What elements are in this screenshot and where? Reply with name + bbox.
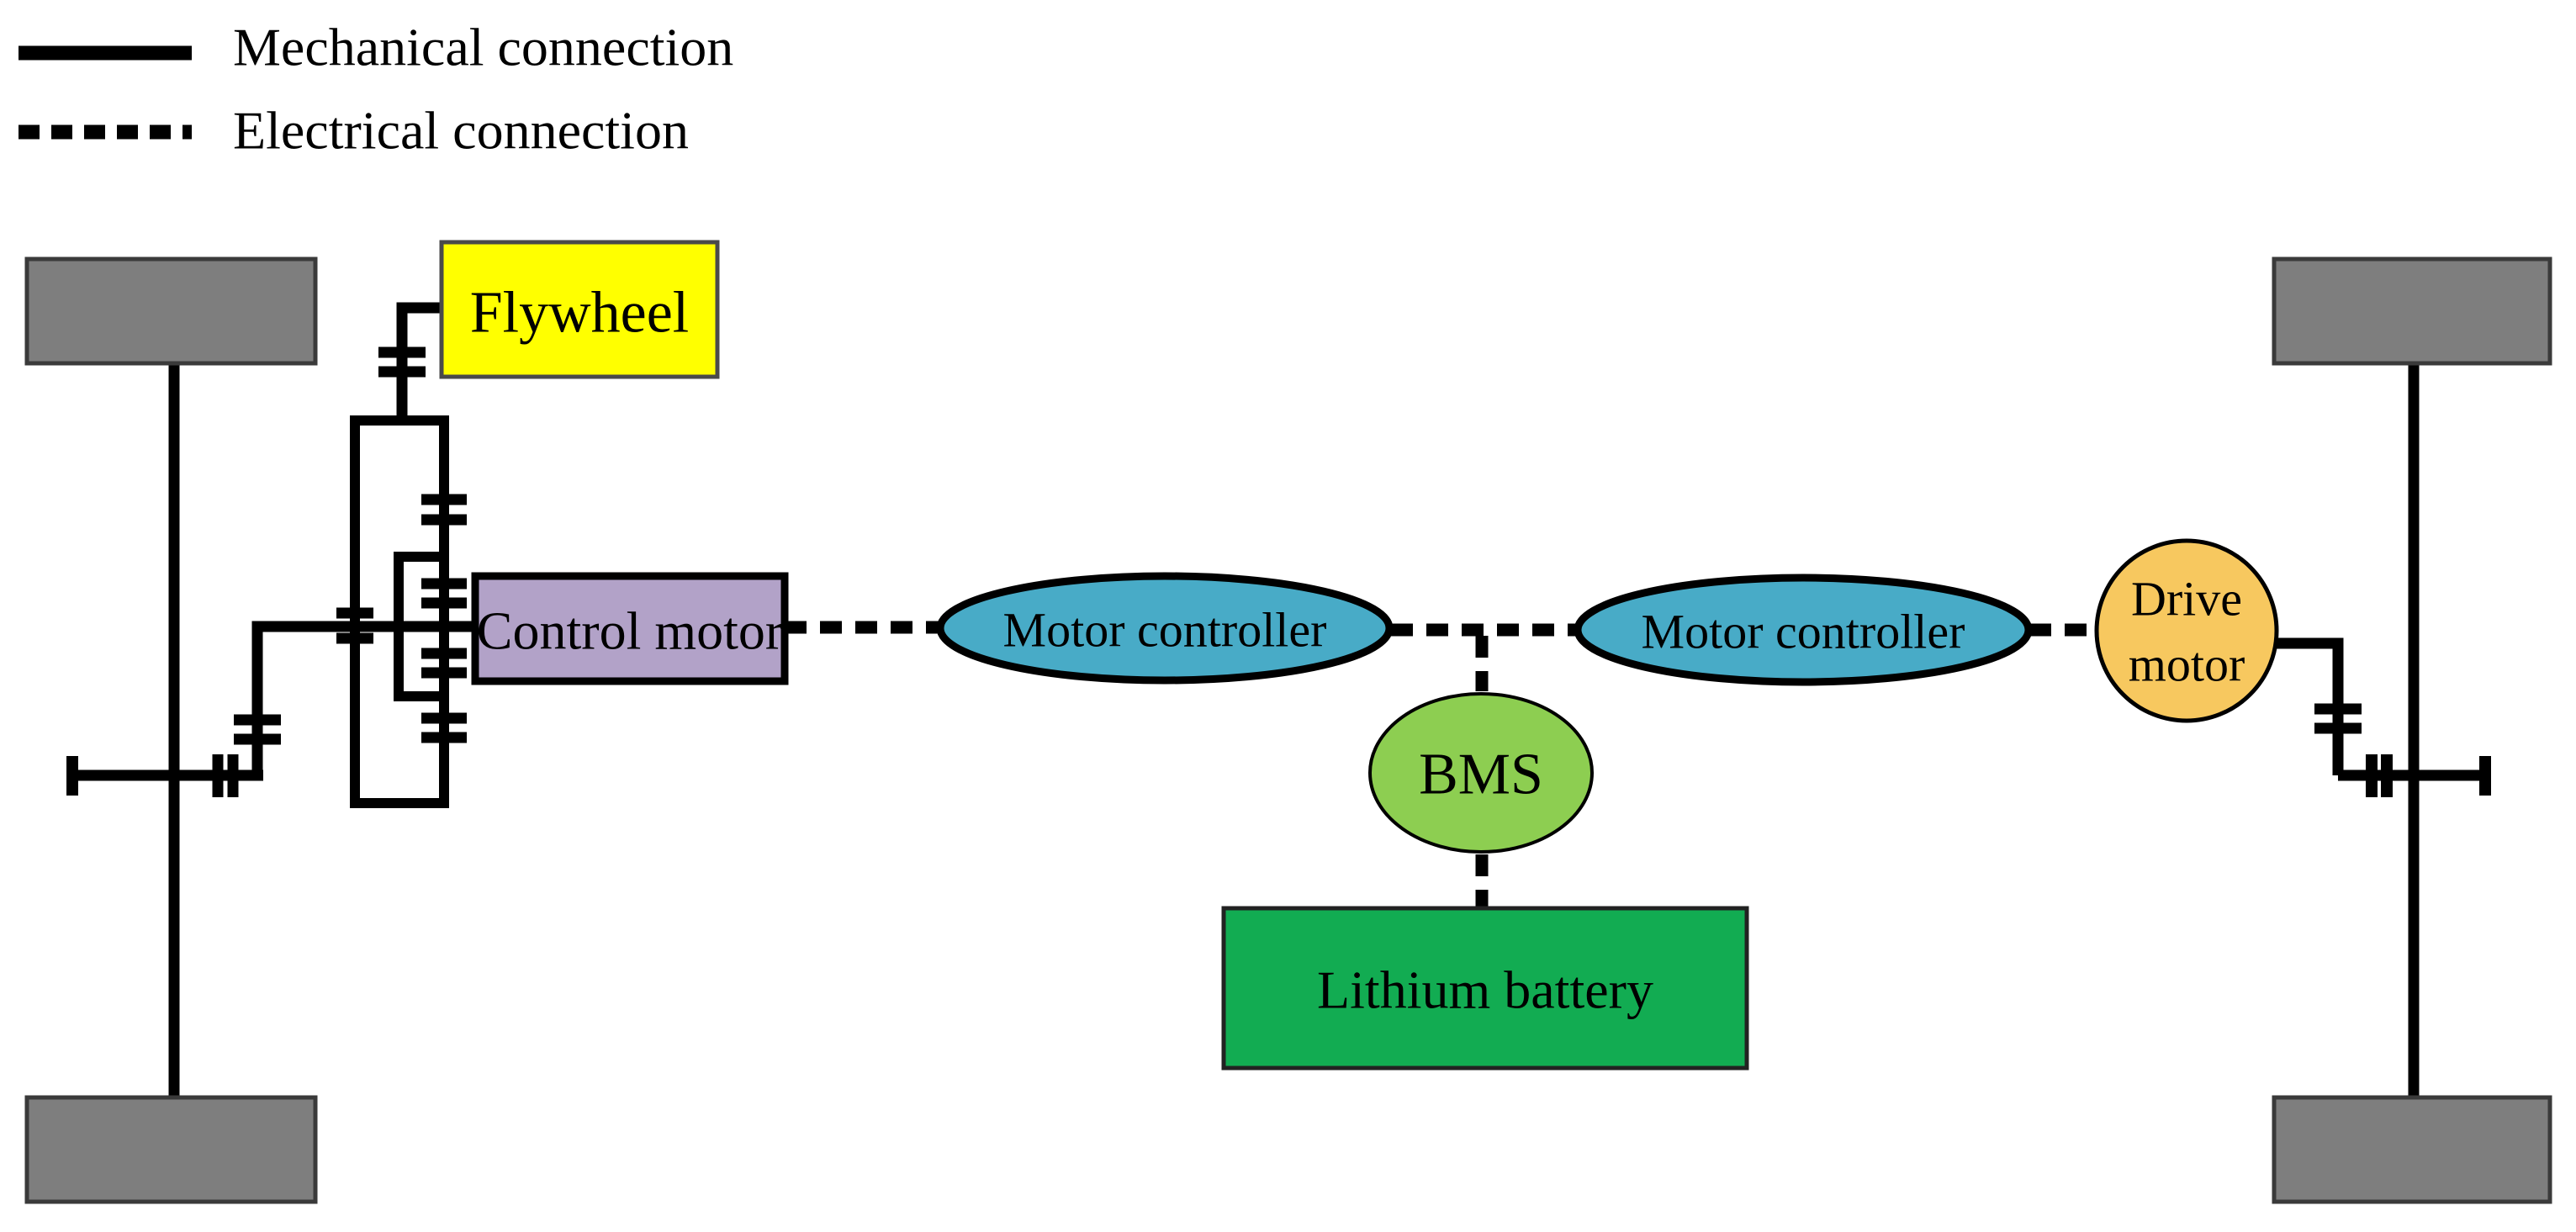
sun-shaft-gear-meshes [421,494,467,743]
left-shaft-clutch [212,754,239,797]
motor-controller-left-ellipse [936,572,1394,685]
right-shaft-clutch [2366,754,2393,797]
planetary-gearset [234,302,475,808]
flywheel-label: Flywheel [470,281,690,346]
front-right-wheel [2272,256,2552,366]
legend: Mechanical connection Electrical connect… [19,18,733,161]
node-motor-controller-left: Motor controller [936,572,1394,685]
node-flywheel: Flywheel [439,240,720,379]
electrical-connections [785,621,2096,910]
drive-shaft-brake [2314,703,2362,734]
legend-mechanical-label: Mechanical connection [233,18,733,77]
planetary-inner-carrier [394,552,449,701]
rear-left-wheel [24,1095,318,1204]
drive-motor-circle [2094,538,2279,723]
motor-controller-right-label: Motor controller [1642,605,1965,659]
left-riser-brake [234,714,281,745]
front-left-wheel [24,256,318,366]
node-motor-controller-right: Motor controller [1574,574,2033,686]
node-drive-motor: Drive motor [2094,538,2279,723]
control-motor-box [471,572,789,685]
left-axle-assembly [24,256,318,1204]
bms-ellipse [1368,692,1594,854]
flywheel-box [439,240,720,379]
motor-controller-left-label: Motor controller [1003,603,1327,658]
drive-motor-label-line1: Drive [2131,572,2242,627]
node-lithium-battery: Lithium battery [1221,906,1749,1071]
drive-motor-label-line2: motor [2129,637,2245,692]
legend-electrical-label: Electrical connection [233,101,689,161]
lithium-battery-box [1221,906,1749,1071]
carrier-gear-mesh [336,607,373,644]
node-control-motor: Control motor [471,572,789,685]
flywheel-clutch [378,346,426,378]
node-bms: BMS [1368,692,1594,854]
lithium-battery-label: Lithium battery [1317,960,1653,1020]
right-axle-assembly [2271,256,2552,1204]
bms-label: BMS [1419,743,1543,807]
rear-right-wheel [2272,1095,2552,1204]
motor-controller-right-ellipse [1574,574,2033,686]
flywheel-connector-shaft [396,302,442,420]
control-motor-label: Control motor [477,601,783,661]
